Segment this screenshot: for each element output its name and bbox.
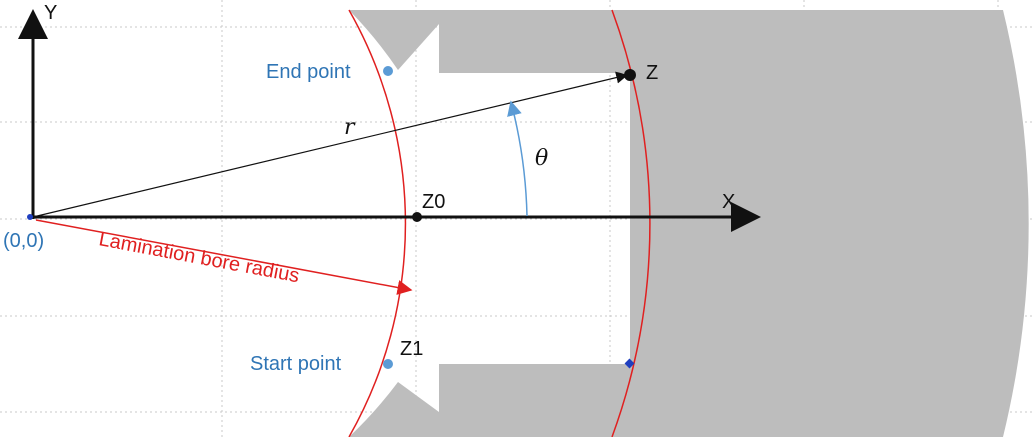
z0-point <box>412 212 422 222</box>
end-point-marker <box>383 66 393 76</box>
z0-label: Z0 <box>422 191 445 213</box>
radius-label: r <box>344 115 356 140</box>
origin-label: (0,0) <box>3 230 44 252</box>
z-label: Z <box>646 62 658 84</box>
z1-label: Z1 <box>400 338 423 360</box>
x-axis-label: X <box>722 191 735 213</box>
origin-marker <box>27 214 33 220</box>
angle-label: θ <box>535 146 548 171</box>
angle-arc <box>507 100 528 217</box>
z1-tooth-marker <box>624 358 635 369</box>
tooth-arc <box>611 9 651 437</box>
lamination-shape <box>349 10 1029 437</box>
radius-line <box>32 71 629 218</box>
start-point-marker <box>383 359 393 369</box>
bore-arc <box>348 9 407 437</box>
end-point-label: End point <box>266 61 351 83</box>
bore-radius-label: Lamination bore radius <box>97 228 301 287</box>
y-axis-label: Y <box>44 2 57 24</box>
bore-radius-arrow <box>35 219 413 295</box>
z-point <box>624 69 636 81</box>
start-point-label: Start point <box>250 353 342 375</box>
